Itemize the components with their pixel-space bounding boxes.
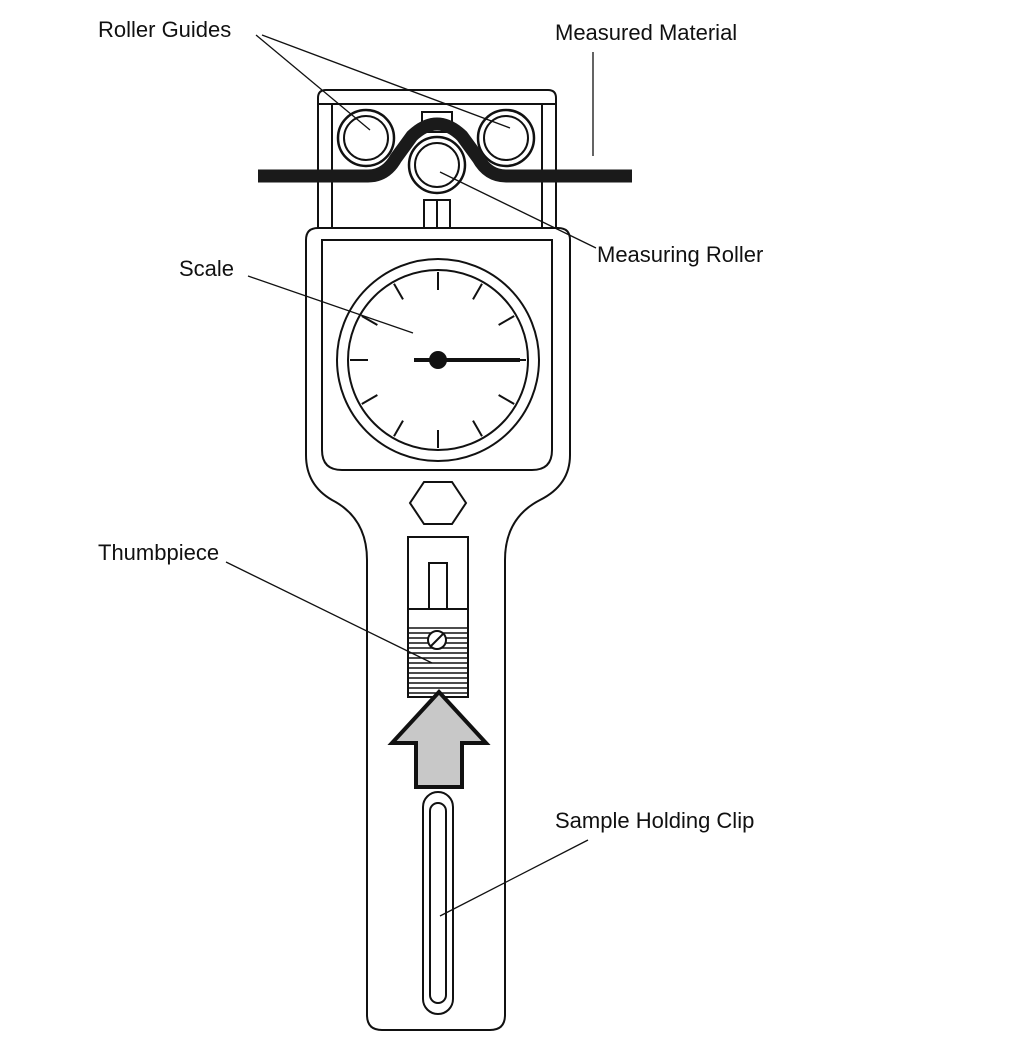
leader-thumbpiece (225, 561, 433, 664)
gauge-tick (361, 394, 378, 405)
gauge-tick (498, 315, 515, 326)
gauge-tick (393, 283, 404, 300)
hex-nut-icon (408, 481, 468, 525)
gauge-tick (361, 315, 378, 326)
thumbpiece-assembly (407, 536, 469, 698)
up-arrow-icon (387, 689, 491, 789)
leader-scale (247, 275, 414, 334)
label-measured-material: Measured Material (555, 20, 738, 45)
thumbpiece-guide (428, 562, 448, 610)
label-thumbpiece: Thumbpiece (98, 540, 220, 565)
leader-measuring-roller (439, 171, 597, 249)
label-sample-holding-clip: Sample Holding Clip (555, 808, 755, 833)
sample-holding-clip (422, 791, 454, 1015)
scale-dial (336, 258, 540, 462)
roller-guide-right (476, 108, 536, 168)
label-scale: Scale (179, 256, 235, 281)
label-measuring-roller: Measuring Roller (597, 242, 764, 267)
gauge-hub (429, 351, 447, 369)
leader-roller-guides-left (255, 34, 371, 131)
measured-material-strip (258, 117, 632, 183)
leader-sample-clip (439, 839, 589, 917)
gauge-tick (393, 420, 404, 437)
measuring-roller (407, 135, 467, 195)
roller-guide-left (336, 108, 396, 168)
gauge-tick (472, 420, 483, 437)
roller-frame (317, 89, 557, 228)
leader-lines (225, 34, 597, 917)
gauge-tick (498, 394, 515, 405)
leader-roller-guides-right (261, 34, 511, 129)
label-roller-guides: Roller Guides (98, 17, 232, 42)
gauge-tick (472, 283, 483, 300)
